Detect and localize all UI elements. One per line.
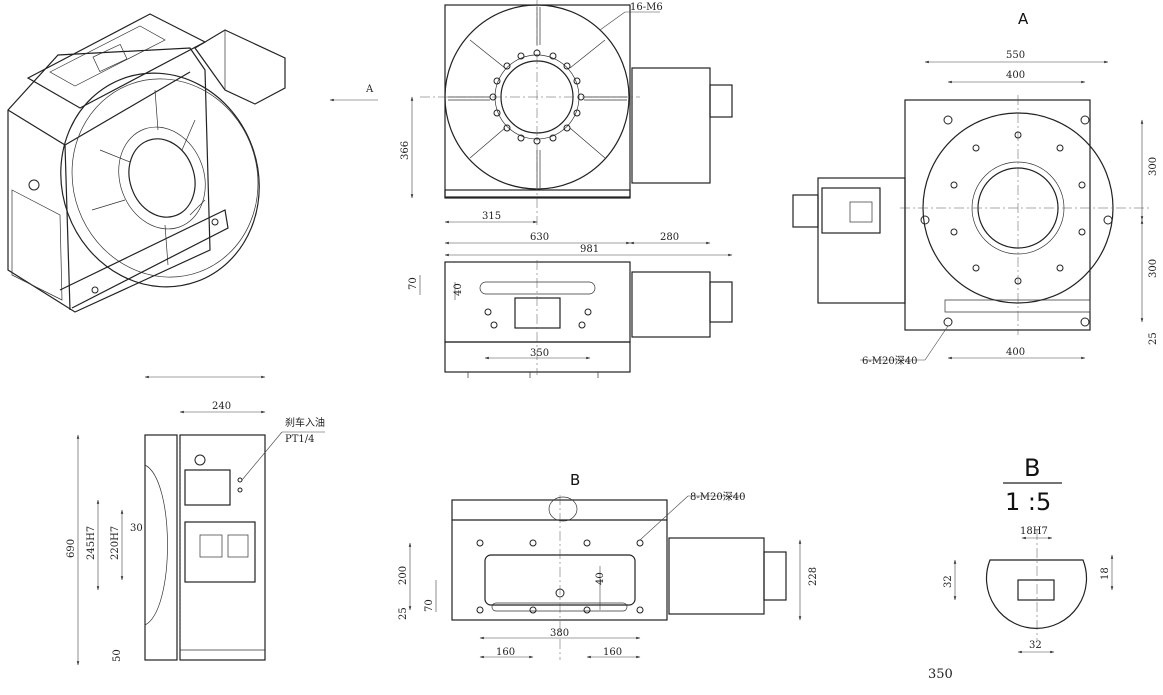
detail-b-dim-32-bottom: 32 [1029, 640, 1042, 651]
side-callout-line1: 刹车入油 [285, 416, 325, 429]
arrow-label-a: A [365, 84, 374, 95]
view-a-holes [920, 115, 1113, 327]
detail-b-scale: 1 :5 [1005, 488, 1051, 516]
view-b-dim-40: 40 [595, 572, 606, 585]
front-dim-height: 366 [400, 141, 411, 160]
top-dim-70: 70 [408, 277, 419, 290]
top-dim-40: 40 [453, 283, 464, 296]
side-dim-245: 245H7 [86, 526, 97, 560]
view-b-dim-160-left: 160 [496, 647, 515, 658]
view-b-callout: 8-M20深40 [690, 491, 745, 503]
view-b-dim-228: 228 [808, 567, 819, 586]
front-dim-width: 630 [530, 232, 549, 243]
side-dim-240: 240 [212, 401, 231, 412]
front-holes-callout: 16-M6 [630, 2, 663, 13]
side-view: 240 刹车入油 PT1/4 690 245H7 220H7 30 50 [66, 375, 325, 666]
view-a: A 550 400 300 300 25 [792, 10, 1159, 367]
side-dim-50: 50 [112, 649, 123, 662]
front-dim-motor: 280 [660, 232, 679, 243]
view-a-dim-300-upper: 300 [1148, 157, 1159, 176]
top-dim-350: 350 [530, 348, 549, 359]
view-a-dim-25: 25 [1148, 332, 1159, 345]
view-b-dim-25: 25 [398, 607, 409, 620]
detail-b-dim-18h7: 18H7 [1020, 526, 1048, 537]
view-a-dim-400-top: 400 [1006, 70, 1025, 81]
detail-b-dim-18: 18 [1100, 567, 1111, 580]
front-dim-half: 315 [482, 211, 501, 222]
view-b: B 8-M20深40 200 25 70 40 380 160 160 [398, 471, 819, 660]
detail-b-title: B [1024, 454, 1040, 482]
detail-b-dim-32-left: 32 [943, 575, 954, 588]
view-a-dim-550: 550 [1006, 50, 1025, 61]
view-b-dim-160-right: 160 [603, 647, 622, 658]
view-b-dim-380: 380 [550, 628, 569, 639]
front-dim-total: 981 [580, 244, 599, 255]
side-callout-line2: PT1/4 [285, 434, 315, 445]
view-a-callout: 6-M20深40 [862, 355, 917, 367]
view-b-title: B [570, 471, 580, 489]
view-a-title: A [1018, 10, 1029, 28]
view-b-dim-200: 200 [398, 566, 409, 585]
detail-b-footer: 350 [928, 667, 953, 682]
side-dim-220: 220H7 [110, 526, 121, 560]
detail-b: B 1 :5 18H7 32 18 32 350 [928, 454, 1114, 682]
view-a-dim-400-bottom: 400 [1006, 347, 1025, 358]
side-dim-690: 690 [66, 539, 77, 558]
view-a-dim-300-lower: 300 [1148, 259, 1159, 278]
side-dim-30: 30 [130, 523, 143, 534]
view-b-dim-70: 70 [424, 599, 435, 612]
top-view: 70 40 350 [408, 260, 733, 378]
front-view: A 16-M6 366 [329, 0, 733, 257]
isometric-view [7, 13, 286, 313]
